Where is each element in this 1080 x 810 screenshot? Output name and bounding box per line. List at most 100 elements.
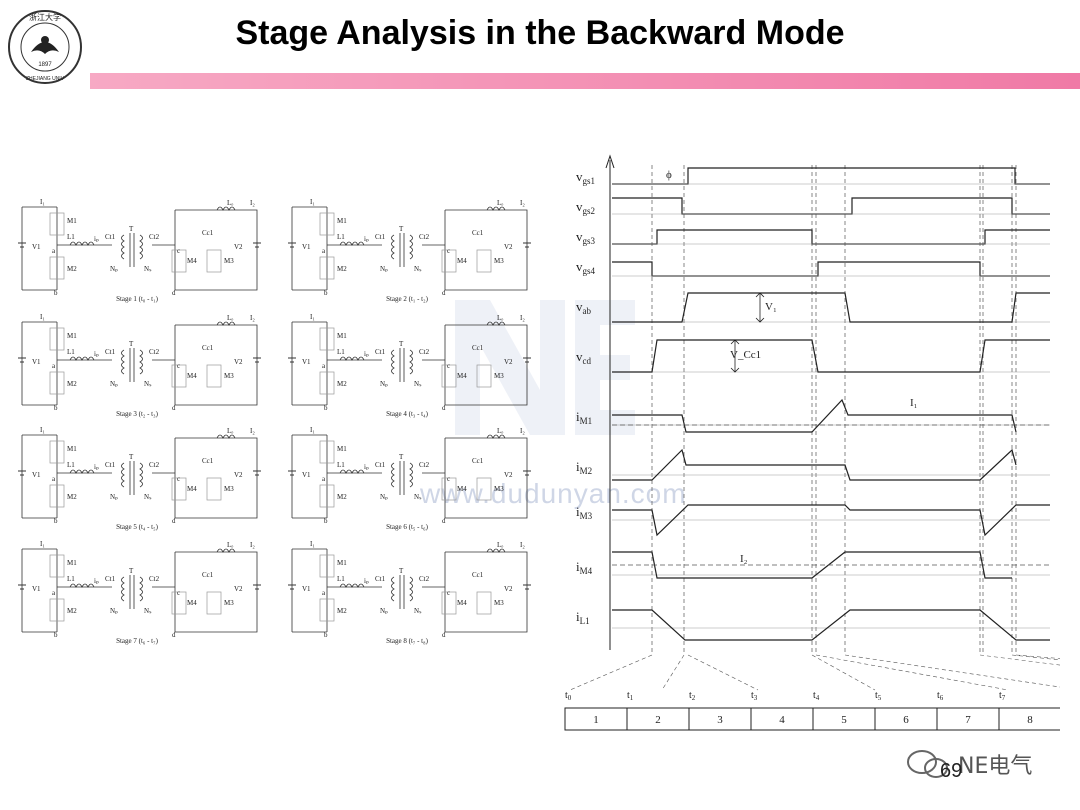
projection-line bbox=[815, 654, 1009, 691]
switch-m3 bbox=[476, 249, 492, 273]
i2-annotation: I₂ bbox=[740, 553, 748, 565]
transformer bbox=[391, 233, 413, 267]
switch-m2 bbox=[319, 598, 335, 622]
label-c: c bbox=[177, 247, 180, 255]
transformer bbox=[391, 575, 413, 609]
transformer bbox=[121, 233, 143, 267]
circuit-wires bbox=[21, 434, 258, 519]
v1-arrow bbox=[755, 292, 765, 323]
label-c: c bbox=[447, 589, 450, 597]
label-m1: M1 bbox=[67, 559, 77, 567]
label-m2: M2 bbox=[337, 380, 347, 388]
waveform-vgs2 bbox=[612, 197, 1050, 215]
label-m3: M3 bbox=[224, 485, 234, 493]
label-t: T bbox=[129, 453, 134, 461]
label-l1: L1 bbox=[337, 461, 345, 469]
segment-cell-2: 2 bbox=[655, 714, 661, 726]
label-ns: Nₛ bbox=[144, 265, 152, 273]
source-v2 bbox=[523, 470, 531, 476]
label-np: Nₚ bbox=[380, 265, 388, 273]
label-b: b bbox=[54, 517, 58, 523]
label-l1: L1 bbox=[337, 233, 345, 241]
transformer bbox=[391, 348, 413, 382]
label-i2: I₂ bbox=[520, 199, 525, 207]
label-a: a bbox=[322, 589, 326, 597]
source-v2 bbox=[523, 242, 531, 248]
label-np: Nₚ bbox=[110, 607, 118, 615]
label-a: a bbox=[322, 247, 326, 255]
label-m4: M4 bbox=[457, 257, 467, 265]
label-l1: L1 bbox=[67, 461, 75, 469]
segment-cell-7: 7 bbox=[965, 714, 971, 726]
label-v2: V2 bbox=[504, 585, 513, 593]
switch-m1 bbox=[49, 212, 65, 236]
label-d: d bbox=[442, 631, 446, 637]
label-a: a bbox=[322, 475, 326, 483]
waveform-label-iM3: iM3 bbox=[576, 504, 593, 521]
transformer bbox=[121, 348, 143, 382]
label-ns: Nₛ bbox=[144, 380, 152, 388]
label-ip: iₚ bbox=[364, 235, 369, 243]
inductor-l1 bbox=[339, 583, 365, 588]
label-m1: M1 bbox=[337, 445, 347, 453]
label-l1: L1 bbox=[67, 233, 75, 241]
source-v1 bbox=[288, 242, 296, 248]
circuit-wires bbox=[291, 548, 528, 633]
projection-line bbox=[811, 654, 876, 691]
stage-caption: Stage 8 (t₇ - t₈) bbox=[386, 637, 428, 645]
switch-m4 bbox=[441, 249, 457, 273]
waveform-il1 bbox=[612, 609, 1050, 641]
switch-m1 bbox=[319, 212, 335, 236]
switch-m2 bbox=[49, 484, 65, 508]
label-cc1: Cc1 bbox=[472, 571, 484, 579]
inductor-l1 bbox=[339, 469, 365, 474]
label-t: T bbox=[129, 340, 134, 348]
phi-annotation: ϕ bbox=[666, 169, 672, 181]
label-b: b bbox=[54, 404, 58, 410]
label-c: c bbox=[177, 589, 180, 597]
label-ns: Nₛ bbox=[144, 607, 152, 615]
page-number: 69 bbox=[940, 760, 963, 782]
label-ct1: Ct1 bbox=[375, 461, 386, 469]
inductor-lo bbox=[216, 206, 236, 211]
ne-watermark-icon bbox=[455, 300, 635, 435]
label-cc1: Cc1 bbox=[202, 571, 214, 579]
label-m2: M2 bbox=[337, 265, 347, 273]
label-t: T bbox=[129, 567, 134, 575]
label-v2: V2 bbox=[234, 585, 243, 593]
label-v1: V1 bbox=[32, 471, 41, 479]
label-m1: M1 bbox=[337, 559, 347, 567]
label-ns: Nₛ bbox=[414, 265, 422, 273]
segment-cell-5: 5 bbox=[841, 714, 847, 726]
label-ip: iₚ bbox=[94, 463, 99, 471]
source-v2 bbox=[523, 357, 531, 363]
label-ct1: Ct1 bbox=[375, 575, 386, 583]
label-lo: Lₒ bbox=[227, 314, 233, 322]
inductor-lo bbox=[486, 548, 506, 553]
waveform-label-iM1: iM1 bbox=[576, 409, 592, 426]
label-ct1: Ct1 bbox=[375, 233, 386, 241]
svg-text:1897: 1897 bbox=[38, 62, 52, 68]
waveform-label-vgs1: vgs1 bbox=[576, 169, 595, 186]
waveform-im1 bbox=[612, 398, 1017, 433]
switch-m2 bbox=[319, 371, 335, 395]
waveform-label-vcd: vcd bbox=[576, 349, 591, 366]
vcc1-annotation: V_Cc1 bbox=[730, 349, 761, 361]
label-np: Nₚ bbox=[110, 493, 118, 501]
label-ct1: Ct1 bbox=[375, 348, 386, 356]
projection-line bbox=[687, 654, 759, 691]
segment-cell-6: 6 bbox=[903, 714, 909, 726]
label-b: b bbox=[324, 631, 328, 637]
label-m4: M4 bbox=[187, 372, 197, 380]
label-c: c bbox=[447, 362, 450, 370]
time-label-t0: t0 bbox=[565, 690, 572, 702]
label-b: b bbox=[54, 631, 58, 637]
time-label-t1: t1 bbox=[627, 690, 634, 702]
circuit-wires bbox=[291, 434, 528, 519]
source-v2 bbox=[253, 584, 261, 590]
switch-m1 bbox=[319, 440, 335, 464]
label-m2: M2 bbox=[337, 493, 347, 501]
